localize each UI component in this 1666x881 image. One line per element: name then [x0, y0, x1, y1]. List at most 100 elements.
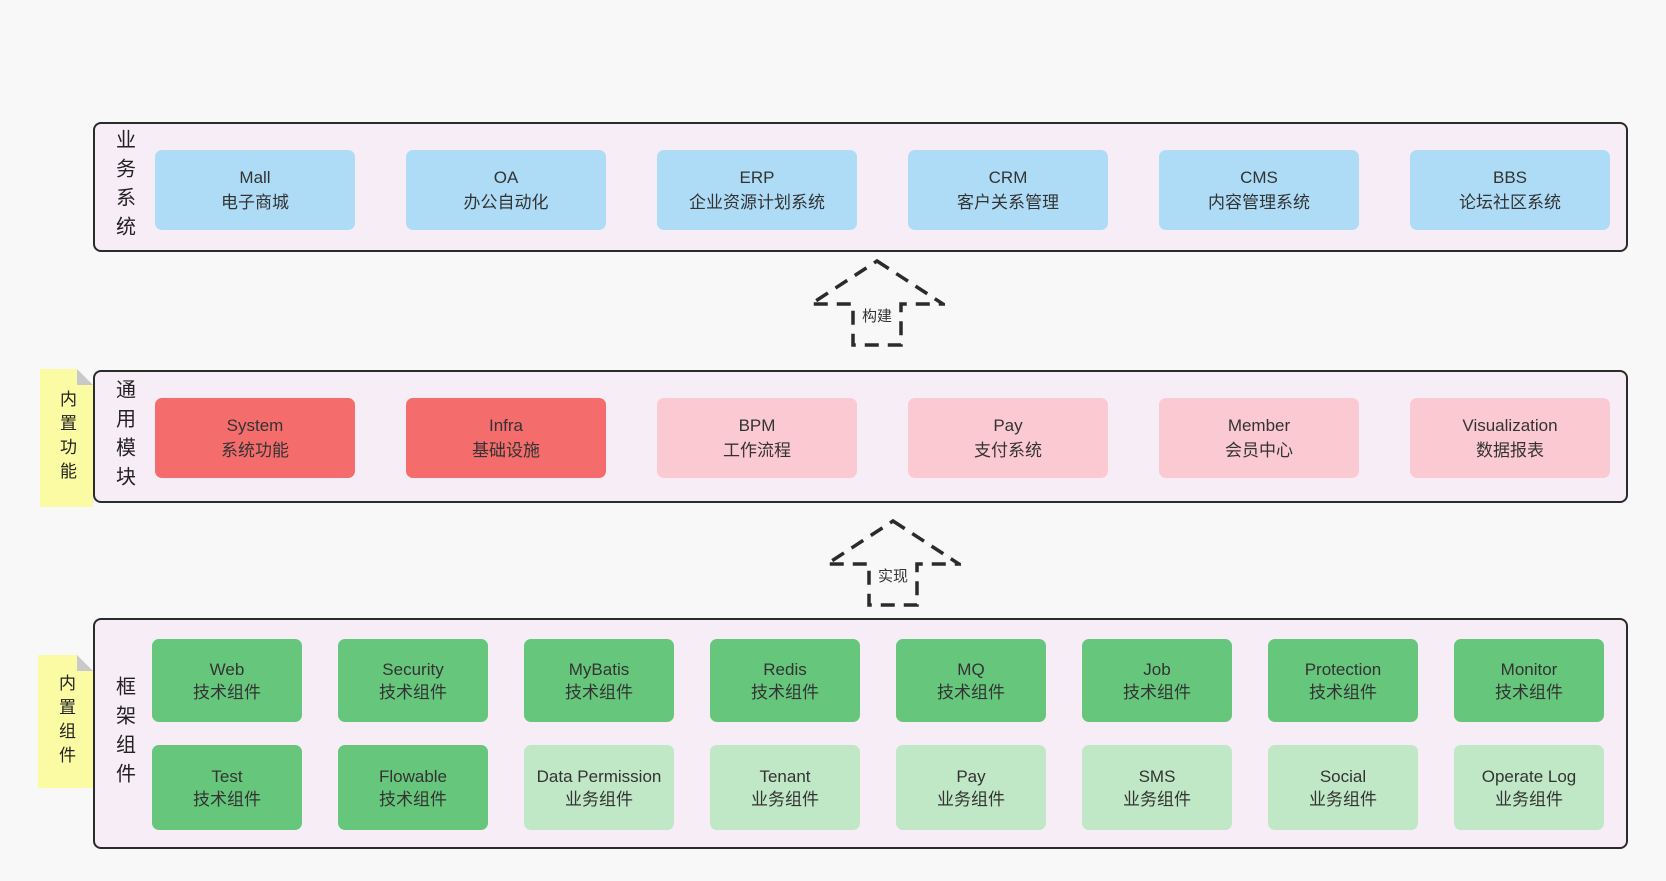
box-tenant: Tenant 业务组件 [710, 745, 860, 830]
box-subtitle: 技术组件 [1309, 682, 1377, 702]
box-title: Security [382, 659, 444, 679]
box-subtitle: 业务组件 [751, 789, 819, 809]
box-title: Protection [1304, 659, 1382, 679]
box-subtitle: 业务组件 [1495, 789, 1563, 809]
box-system: System 系统功能 [155, 398, 355, 478]
box-title: Monitor [1500, 659, 1558, 679]
box-subtitle: 基础设施 [472, 441, 540, 460]
box-subtitle: 系统功能 [221, 441, 289, 460]
box-title: Visualization [1462, 416, 1558, 435]
box-visualization: Visualization 数据报表 [1410, 398, 1610, 478]
box-title: Pay [993, 416, 1023, 435]
box-pay: Pay 支付系统 [908, 398, 1108, 478]
box-pay: Pay 业务组件 [896, 745, 1046, 830]
box-subtitle: 客户关系管理 [957, 193, 1059, 212]
box-subtitle: 办公自动化 [463, 193, 549, 212]
box-title: System [226, 416, 284, 435]
up-arrow-build: 构建 [809, 258, 945, 348]
layer-label-business-systems: 业务系统 [112, 129, 135, 245]
box-title: ERP [739, 168, 775, 187]
box-flowable: Flowable 技术组件 [338, 745, 488, 830]
box-subtitle: 支付系统 [974, 441, 1042, 460]
box-title: OA [493, 168, 519, 187]
box-subtitle: 技术组件 [1123, 682, 1191, 702]
box-title: Web [209, 659, 245, 679]
box-subtitle: 数据报表 [1476, 441, 1544, 460]
common-modules-box-row: System 系统功能 Infra 基础设施 BPM 工作流程 Pay 支付系统 Member 会… [155, 398, 1610, 478]
box-title: Pay [956, 766, 986, 786]
box-subtitle: 技术组件 [937, 682, 1005, 702]
arrow-label-implement: 实现 [874, 564, 912, 587]
box-subtitle: 业务组件 [565, 789, 633, 809]
box-title: Test [211, 766, 243, 786]
box-crm: CRM 客户关系管理 [908, 150, 1108, 230]
box-subtitle: 技术组件 [379, 682, 447, 702]
box-job: Job 技术组件 [1082, 639, 1232, 722]
dashed-up-arrow-icon [825, 518, 961, 607]
layer-business-systems: 业务系统 Mall 电子商城 OA 办公自动化 ERP 企业资源计划系统 CRM 客户关系管理… [93, 122, 1628, 252]
box-subtitle: 会员中心 [1225, 441, 1293, 460]
box-title: BBS [1492, 168, 1528, 187]
box-test: Test 技术组件 [152, 745, 302, 830]
box-title: SMS [1138, 766, 1176, 786]
box-infra: Infra 基础设施 [406, 398, 606, 478]
box-protection: Protection 技术组件 [1268, 639, 1418, 722]
dashed-up-arrow-icon [809, 258, 945, 347]
box-subtitle: 内容管理系统 [1208, 193, 1310, 212]
sticky-note-label: 内置功能 [57, 390, 76, 486]
box-subtitle: 业务组件 [1309, 789, 1377, 809]
layer-common-modules: 通用模块 System 系统功能 Infra 基础设施 BPM 工作流程 Pay 支付系统 Me… [93, 370, 1628, 503]
layer-label-framework-components: 框架组件 [112, 675, 135, 792]
box-bbs: BBS 论坛社区系统 [1410, 150, 1610, 230]
box-sms: SMS 业务组件 [1082, 745, 1232, 830]
box-oa: OA 办公自动化 [406, 150, 606, 230]
box-title: Social [1319, 766, 1367, 786]
box-title: Flowable [378, 766, 448, 786]
box-subtitle: 技术组件 [565, 682, 633, 702]
box-subtitle: 企业资源计划系统 [689, 193, 825, 212]
box-title: Tenant [759, 766, 811, 786]
box-monitor: Monitor 技术组件 [1454, 639, 1604, 722]
box-redis: Redis 技术组件 [710, 639, 860, 722]
box-subtitle: 论坛社区系统 [1459, 193, 1561, 212]
box-title: Mall [239, 168, 271, 187]
box-title: Redis [763, 659, 807, 679]
box-mq: MQ 技术组件 [896, 639, 1046, 722]
business-systems-box-row: Mall 电子商城 OA 办公自动化 ERP 企业资源计划系统 CRM 客户关系管理 CMS 内容… [155, 150, 1610, 230]
box-title: Job [1143, 659, 1171, 679]
box-title: CMS [1240, 168, 1278, 187]
box-subtitle: 工作流程 [723, 441, 791, 460]
box-operate-log: Operate Log 业务组件 [1454, 745, 1604, 830]
box-title: CRM [988, 168, 1028, 187]
box-cms: CMS 内容管理系统 [1159, 150, 1359, 230]
box-erp: ERP 企业资源计划系统 [657, 150, 857, 230]
arrow-label-build: 构建 [858, 304, 896, 327]
box-bpm: BPM 工作流程 [657, 398, 857, 478]
box-subtitle: 业务组件 [1123, 789, 1191, 809]
box-subtitle: 业务组件 [937, 789, 1005, 809]
box-title: Member [1227, 416, 1291, 435]
layer-label-common-modules: 通用模块 [112, 378, 135, 495]
box-title: MQ [957, 659, 985, 679]
box-title: Operate Log [1481, 766, 1577, 786]
box-subtitle: 技术组件 [193, 789, 261, 809]
box-title: Infra [488, 416, 524, 435]
box-title: MyBatis [568, 659, 630, 679]
sticky-note-built-in-components: 内置组件 [38, 655, 93, 788]
box-subtitle: 技术组件 [751, 682, 819, 702]
box-subtitle: 技术组件 [193, 682, 261, 702]
box-subtitle: 技术组件 [1495, 682, 1563, 702]
up-arrow-implement: 实现 [825, 518, 961, 608]
sticky-note-built-in-functions: 内置功能 [40, 369, 93, 507]
box-social: Social 业务组件 [1268, 745, 1418, 830]
box-title: BPM [738, 416, 776, 435]
box-web: Web 技术组件 [152, 639, 302, 722]
box-subtitle: 技术组件 [379, 789, 447, 809]
box-title: Data Permission [536, 766, 662, 786]
box-subtitle: 电子商城 [221, 193, 289, 212]
box-mall: Mall 电子商城 [155, 150, 355, 230]
